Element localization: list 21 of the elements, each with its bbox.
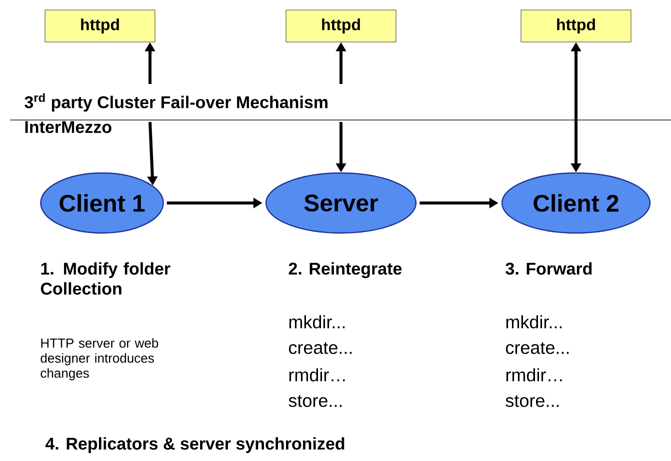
- heading: 2. Reintegrate: [288, 262, 402, 278]
- heading: 3. Forward: [506, 262, 592, 275]
- text-label: HTTP server or web designer introduces changes: [40, 338, 158, 380]
- ellipse-node: Client 1: [40, 172, 164, 234]
- heading: 4. Replicators & server synchronized: [45, 437, 344, 454]
- text-label: mkdir...: [506, 315, 562, 328]
- ellipse-node: Client 2: [501, 172, 651, 234]
- heading: 3$^{rd}$ party Cluster Fail-over Mechanism: [24, 93, 328, 112]
- text-label: create...: [506, 342, 569, 354]
- text-label: rmdir…: [289, 368, 345, 382]
- httpd-box: httpd: [520, 10, 632, 42]
- httpd-box: httpd: [286, 10, 396, 42]
- text-label: store...: [288, 395, 342, 407]
- httpd-box: httpd: [44, 10, 156, 42]
- text-label: store...: [506, 395, 559, 407]
- heading: 1. Modify folder Collection: [40, 262, 170, 295]
- text-label: mkdir...: [289, 315, 345, 328]
- heading: InterMezzo: [25, 121, 112, 134]
- text-label: rmdir…: [506, 368, 562, 382]
- ellipse-node: Server: [265, 172, 417, 234]
- text-label: create...: [288, 342, 352, 354]
